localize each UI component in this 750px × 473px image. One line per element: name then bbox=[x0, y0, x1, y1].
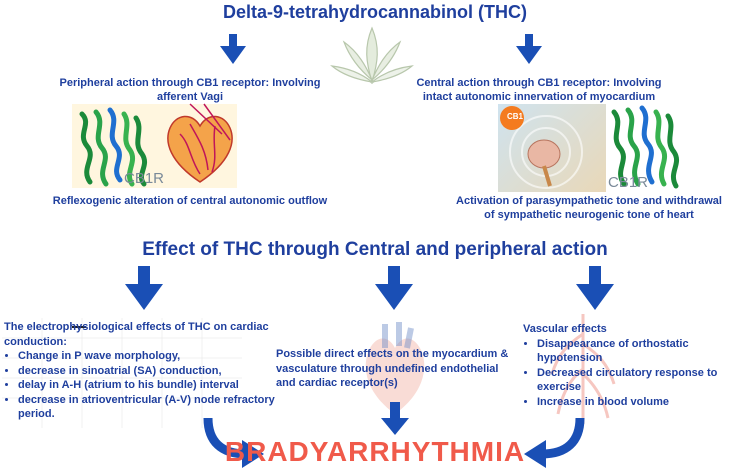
arrow-down-right-top bbox=[516, 34, 542, 64]
effect-heading: Effect of THC through Central and periph… bbox=[142, 239, 608, 260]
ecg-grid-background bbox=[2, 318, 242, 428]
arrow-down-center-mid bbox=[375, 266, 413, 310]
arrow-down-left-top bbox=[220, 34, 246, 64]
direct-effects-text: Possible direct effects on the myocardiu… bbox=[276, 348, 509, 389]
cb1r-label-right: CB1R bbox=[608, 174, 649, 191]
brain-icon bbox=[500, 106, 583, 189]
list-item: decrease in atrioventricular (A-V) node … bbox=[18, 393, 304, 422]
arrow-down-right-mid bbox=[576, 266, 614, 310]
cannabis-leaf-icon bbox=[330, 26, 414, 85]
cb1-receptor-protein-icon bbox=[79, 107, 148, 187]
electrophysiology-heading: The electrophysiological effects of THC … bbox=[4, 321, 269, 348]
list-item: decrease in sinoatrial (SA) conduction, bbox=[18, 364, 304, 379]
parasympathetic-caption: Activation of parasympathetic tone and w… bbox=[456, 195, 722, 221]
heart-icon bbox=[167, 103, 233, 183]
cb1-brain-label: CB1 bbox=[507, 112, 524, 121]
outcome-bradyarrhythmia: BRADYARRHYTHMIA bbox=[224, 436, 526, 467]
peripheral-illustration: CB1R bbox=[72, 103, 237, 188]
list-item: delay in A-H (atrium to his bundle) inte… bbox=[18, 378, 304, 393]
peripheral-action-heading: Peripheral action through CB1 receptor: … bbox=[59, 77, 321, 103]
cb1-receptor-protein-icon-right bbox=[611, 105, 680, 189]
electrophysiology-list: Change in P wave morphology, decrease in… bbox=[4, 349, 304, 422]
cb1r-label-left: CB1R bbox=[124, 170, 165, 187]
arrow-down-center-bottom bbox=[381, 402, 409, 435]
heart-anatomy-background bbox=[365, 322, 425, 414]
curved-arrow-left bbox=[203, 417, 264, 468]
list-item: Decreased circulatory response to exerci… bbox=[537, 366, 747, 395]
central-action-heading: Central action through CB1 receptor: Inv… bbox=[416, 77, 662, 103]
vascular-panel: Vascular effects Disappearance of orthos… bbox=[523, 322, 747, 409]
arrow-down-left-mid bbox=[125, 266, 163, 310]
list-item: Disappearance of orthostatic hypotension bbox=[537, 337, 747, 366]
vessels-background bbox=[550, 314, 616, 424]
page-title: Delta-9-tetrahydrocannabinol (THC) bbox=[222, 2, 528, 22]
brain-illustration: CB1 bbox=[498, 104, 606, 192]
reflexogenic-caption: Reflexogenic alteration of central auton… bbox=[52, 195, 328, 207]
vascular-list: Disappearance of orthostatic hypotension… bbox=[523, 337, 747, 410]
vascular-heading: Vascular effects bbox=[523, 323, 607, 335]
list-item: Change in P wave morphology, bbox=[18, 349, 304, 364]
cb1-receptor-right bbox=[606, 104, 686, 192]
list-item: Increase in blood volume bbox=[537, 395, 747, 410]
curved-arrow-right bbox=[524, 417, 585, 468]
electrophysiology-panel: The electrophysiological effects of THC … bbox=[4, 320, 304, 422]
